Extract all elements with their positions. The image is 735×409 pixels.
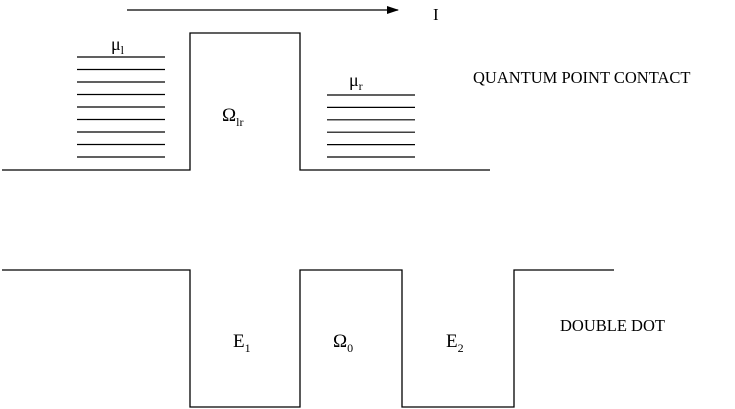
double-dot-title: DOUBLE DOT	[560, 316, 665, 335]
double-dot-potential-profile	[2, 269, 614, 408]
qpc-potential-profile	[2, 32, 490, 171]
mu-left-label: μl	[111, 34, 125, 57]
e2-base: E	[446, 331, 458, 352]
mu-left-sub: l	[121, 43, 125, 57]
barrier-label: Ωlr	[222, 105, 243, 129]
current-label: I	[433, 5, 439, 24]
e1-base: E	[233, 331, 245, 352]
barrier-base: Ω	[222, 105, 236, 126]
e2-sub: 2	[458, 341, 464, 355]
mu-right-sub: r	[359, 79, 363, 93]
omega0-base: Ω	[333, 331, 347, 352]
e2-label: E2	[446, 331, 464, 355]
qpc-title: QUANTUM POINT CONTACT	[473, 68, 690, 87]
right-reservoir-levels	[327, 94, 415, 158]
e1-label: E1	[233, 331, 251, 355]
mu-right-base: μ	[349, 70, 359, 90]
barrier-sub: lr	[236, 115, 243, 129]
e1-sub: 1	[245, 341, 251, 355]
left-reservoir-levels	[77, 56, 165, 158]
omega0-sub: 0	[347, 341, 353, 355]
mu-left-base: μ	[111, 34, 121, 54]
mu-right-label: μr	[349, 70, 363, 93]
omega0-label: Ω0	[333, 331, 353, 355]
